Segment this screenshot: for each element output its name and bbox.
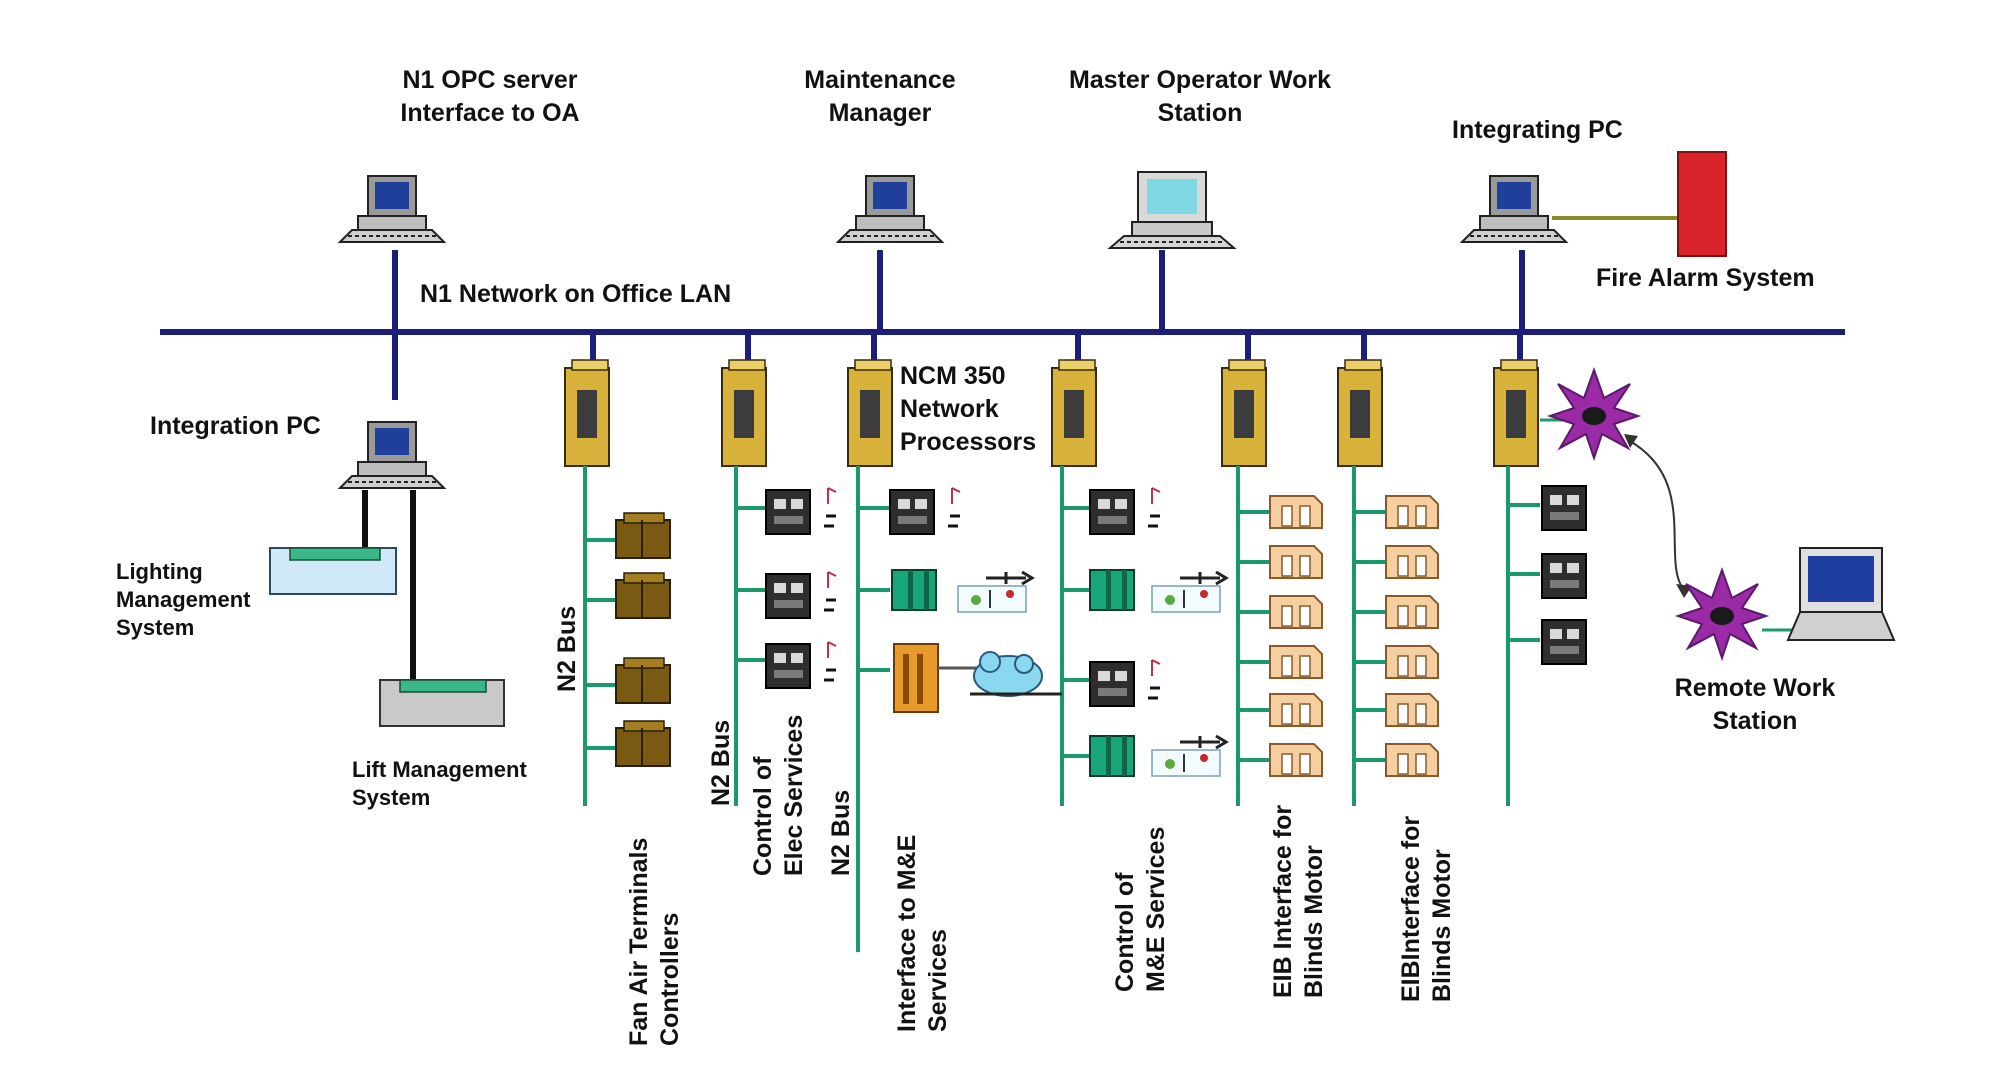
fan-terminal-icon bbox=[615, 572, 671, 619]
fan-terminal-icon bbox=[615, 512, 671, 559]
blind-actuator-icon bbox=[1269, 595, 1323, 629]
blind-actuator-icon bbox=[1269, 693, 1323, 727]
fan-terminal-icon bbox=[615, 657, 671, 704]
blind-actuator-icon bbox=[1269, 645, 1323, 679]
interface-controller-icon bbox=[890, 488, 960, 534]
ncm-processor-me bbox=[1051, 359, 1097, 467]
valve-actuator-icon bbox=[1150, 570, 1228, 614]
gateway-module-icon bbox=[893, 643, 990, 713]
label-n2-bus: N2 Bus bbox=[827, 789, 855, 876]
me-controller-icon bbox=[1090, 660, 1160, 706]
valve-actuator-icon bbox=[1150, 734, 1228, 778]
master-operator-pc-icon bbox=[1109, 171, 1235, 249]
lift-system-bar bbox=[399, 679, 487, 693]
opc-server-pc-icon bbox=[339, 175, 445, 243]
label-n2-bus: N2 Bus bbox=[707, 719, 735, 806]
label-fan-air-terminals: Fan Air Terminals Controllers bbox=[625, 837, 684, 1046]
label-fire-alarm: Fire Alarm System bbox=[1596, 264, 1815, 292]
valve-actuator-icon bbox=[956, 570, 1034, 614]
elec-controller-icon bbox=[766, 572, 836, 618]
label-integrating-pc: Integrating PC bbox=[1452, 116, 1623, 144]
blind-actuator-icon bbox=[1269, 743, 1323, 777]
elec-controller-icon bbox=[766, 488, 836, 534]
integration-pc-icon bbox=[339, 421, 445, 489]
blind-actuator-icon bbox=[1269, 495, 1323, 529]
label-opc-server: N1 OPC server Interface to OA bbox=[400, 66, 580, 127]
remote-controller-icon bbox=[1541, 485, 1587, 531]
blind-actuator-icon bbox=[1385, 545, 1439, 579]
ncm-processor-eib1 bbox=[1221, 359, 1267, 467]
label-control-elec: Control of Elec Services bbox=[749, 714, 808, 876]
blind-actuator-icon bbox=[1385, 595, 1439, 629]
ncm-processor-remote bbox=[1493, 359, 1539, 467]
label-integration-pc: Integration PC bbox=[150, 412, 321, 440]
label-ncm-processors: NCM 350 Network Processors bbox=[900, 362, 1037, 456]
me-controller-icon bbox=[1090, 488, 1160, 534]
integrating-pc-icon bbox=[1461, 175, 1567, 243]
green-module-icon bbox=[1089, 569, 1135, 611]
green-module-icon bbox=[1089, 735, 1135, 777]
fan-terminal-icon bbox=[615, 720, 671, 767]
label-master-operator: Master Operator Work Station bbox=[1068, 66, 1332, 127]
n2-bus-branches bbox=[585, 503, 1540, 762]
dialup-link bbox=[1627, 439, 1685, 591]
label-lift-system: Lift Management System bbox=[352, 757, 527, 810]
remote-controller-icon bbox=[1541, 553, 1587, 599]
lighting-system-bar bbox=[289, 547, 381, 561]
network-cloud-icon bbox=[970, 651, 1062, 697]
green-module-icon bbox=[891, 569, 937, 611]
ncm-processor-interface bbox=[847, 359, 893, 467]
remote-controller-icon bbox=[1541, 619, 1587, 665]
label-eib-interface-1: EIB Interface for Blinds Motor bbox=[1269, 804, 1328, 998]
blind-actuator-icon bbox=[1385, 645, 1439, 679]
label-eib-interface-2: EIBInterface for Blinds Motor bbox=[1397, 815, 1456, 1002]
blind-actuator-icon bbox=[1269, 545, 1323, 579]
ncm-processor-fan bbox=[564, 359, 610, 467]
ncm-processor-eib2 bbox=[1337, 359, 1383, 467]
modem-icon bbox=[1677, 569, 1767, 659]
elec-controller-icon bbox=[766, 642, 836, 688]
ncm-processor-elec bbox=[721, 359, 767, 467]
label-n1-network: N1 Network on Office LAN bbox=[420, 280, 732, 308]
label-interface-me: Interface to M&E Services bbox=[893, 834, 952, 1032]
blind-actuator-icon bbox=[1385, 743, 1439, 777]
laptop-icon bbox=[1786, 547, 1896, 641]
label-lighting-system: Lighting Management System bbox=[116, 559, 251, 640]
arrowhead-icon bbox=[1624, 434, 1638, 448]
blind-actuator-icon bbox=[1385, 693, 1439, 727]
label-maintenance-manager: Maintenance Manager bbox=[804, 66, 956, 127]
modem-icon bbox=[1549, 369, 1639, 459]
blind-actuator-icon bbox=[1385, 495, 1439, 529]
n2-bus-lines bbox=[583, 466, 1510, 952]
label-n2-bus: N2 Bus bbox=[553, 605, 581, 692]
maintenance-pc-icon bbox=[837, 175, 943, 243]
fire-alarm-panel bbox=[1677, 151, 1727, 257]
label-remote-workstation: Remote Work Station bbox=[1674, 674, 1836, 735]
label-control-me: Control of M&E Services bbox=[1111, 826, 1170, 992]
